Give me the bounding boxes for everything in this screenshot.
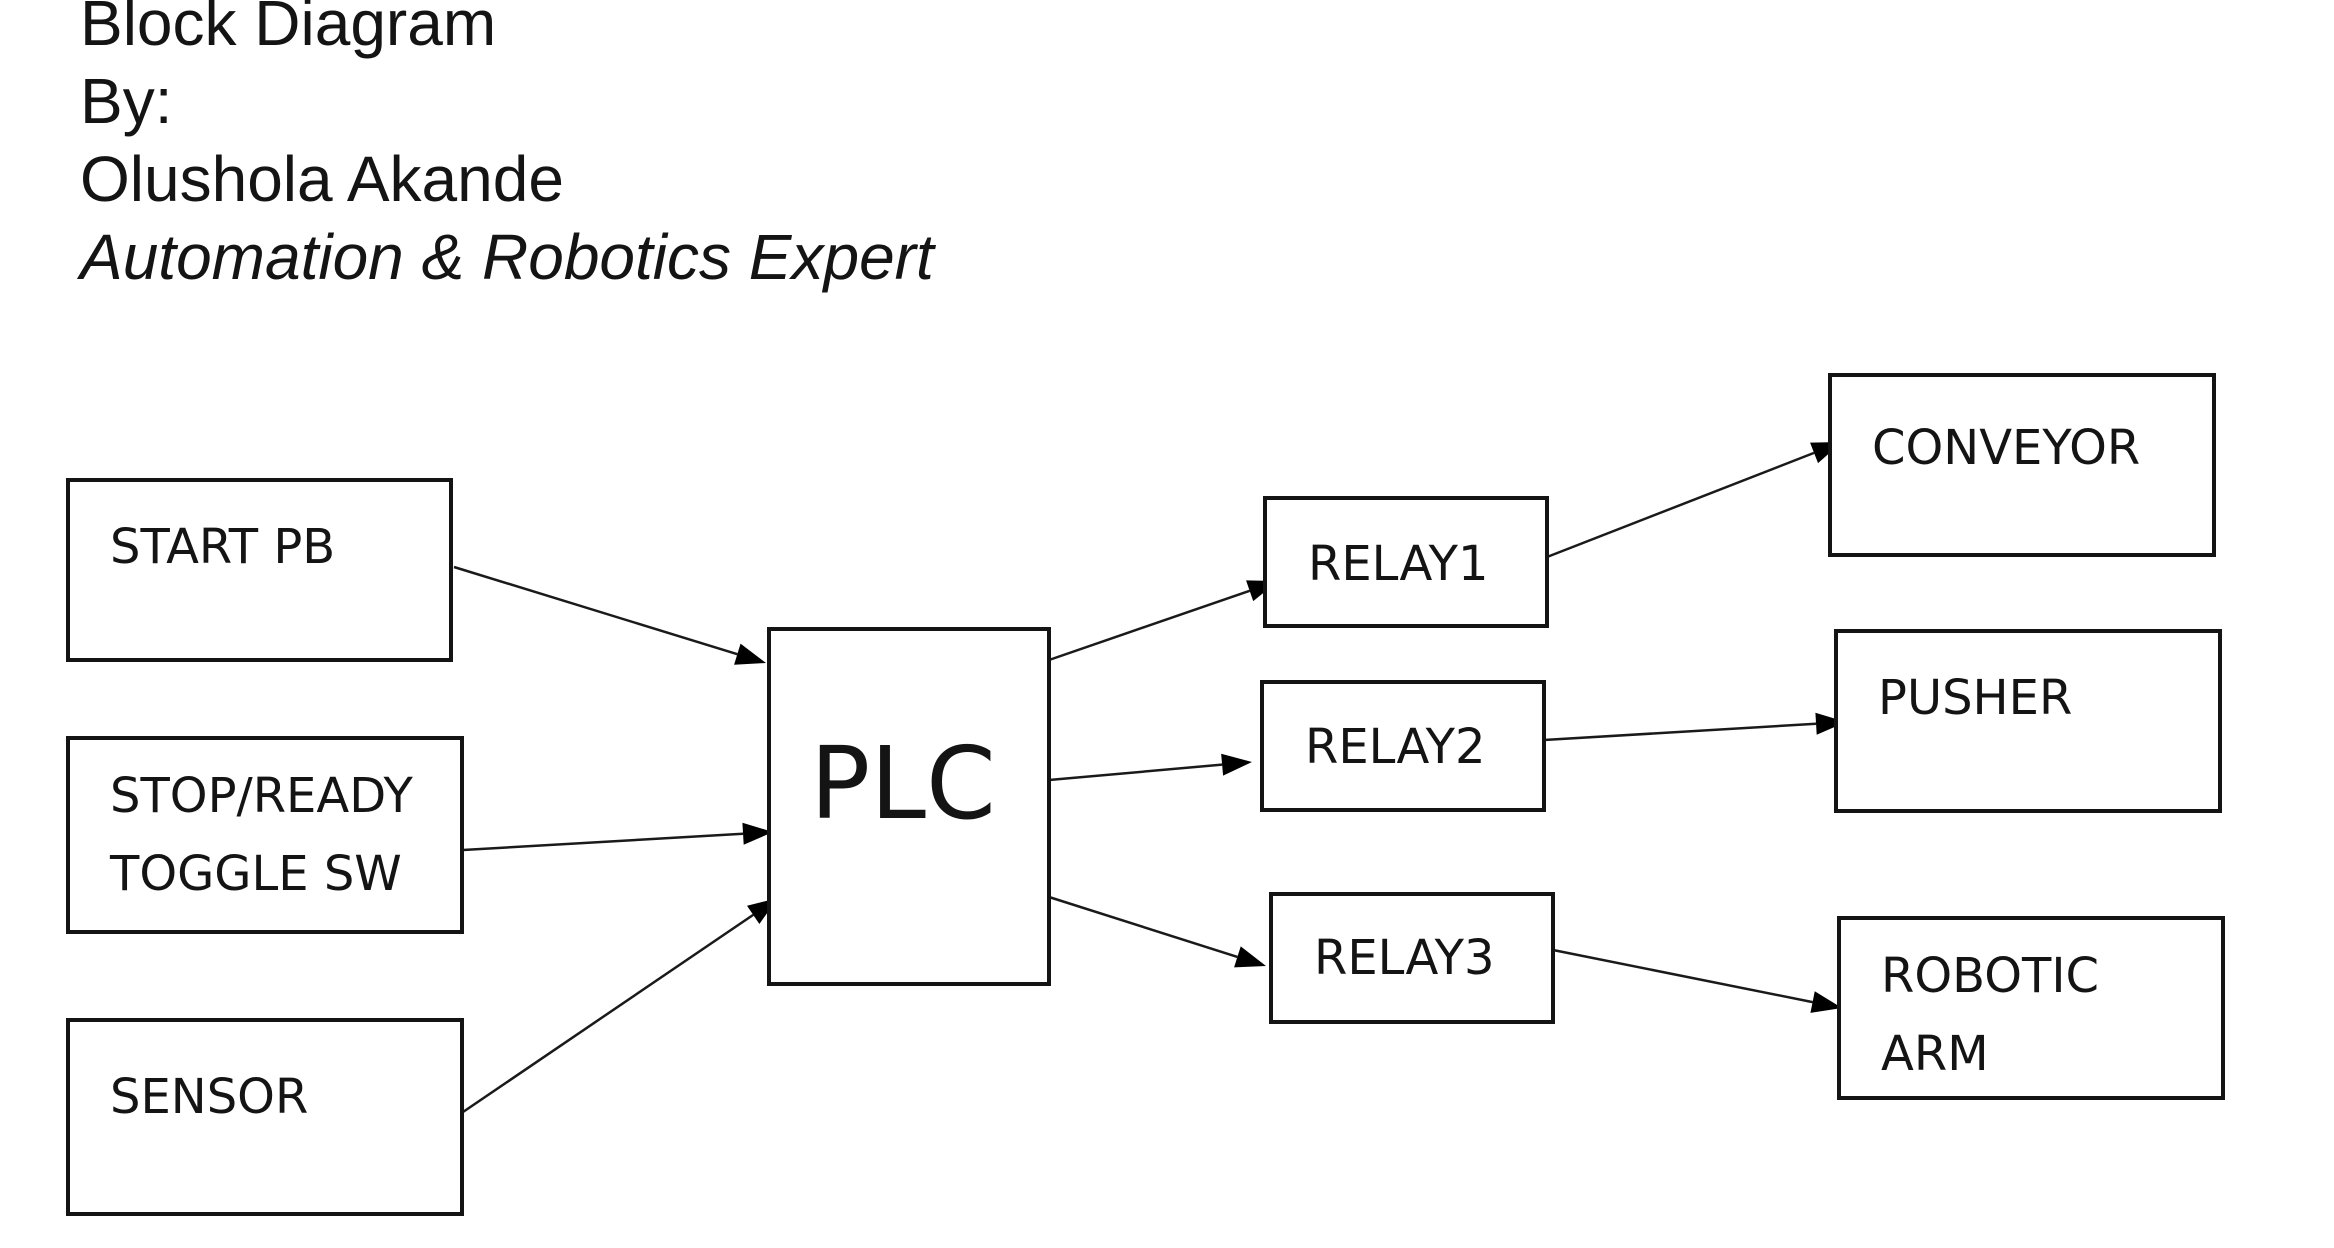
arrow-start-pb-to-plc <box>453 565 766 665</box>
arrow-line <box>1048 589 1251 662</box>
block-box <box>66 1018 464 1216</box>
block-robotic-arm: ROBOTIC ARM <box>1837 916 2225 1100</box>
block-label: TOGGLE SW <box>109 846 402 902</box>
block-box <box>66 736 464 934</box>
block-box <box>1269 892 1555 1024</box>
arrow-relay2-to-pusher <box>1543 712 1846 742</box>
diagram-title: Block Diagram <box>80 0 497 59</box>
arrow-line <box>462 913 754 1114</box>
block-plc: PLC <box>767 627 1051 986</box>
block-box <box>767 627 1051 986</box>
block-label: PLC <box>810 725 996 842</box>
arrow-plc-to-relay1 <box>1048 580 1278 662</box>
block-box <box>1837 916 2225 1100</box>
arrow-sensor-to-plc <box>462 898 778 1114</box>
arrow-line <box>1048 895 1238 959</box>
block-relay1: RELAY1 <box>1263 496 1549 628</box>
block-box <box>1834 629 2222 813</box>
block-sensor: SENSOR <box>66 1018 464 1216</box>
block-label: RELAY3 <box>1314 930 1495 986</box>
arrowhead-icon <box>1221 753 1252 776</box>
block-conveyor: CONVEYOR <box>1828 373 2216 557</box>
block-relay2: RELAY2 <box>1260 680 1546 812</box>
arrow-relay3-to-robotic-arm <box>1552 948 1842 1013</box>
block-label: ARM <box>1881 1026 1989 1082</box>
arrow-line <box>1546 451 1815 559</box>
arrowhead-icon <box>742 822 773 845</box>
block-label: RELAY1 <box>1308 536 1489 592</box>
block-pusher: PUSHER <box>1834 629 2222 813</box>
block-label: ROBOTIC <box>1881 948 2099 1004</box>
block-label: RELAY2 <box>1305 719 1486 775</box>
connections-layer <box>453 442 1846 1114</box>
byline-label: By: <box>80 65 173 137</box>
arrowhead-icon <box>734 643 766 665</box>
blocks-layer: START PB STOP/READY TOGGLE SW SENSOR PLC RELA… <box>66 373 2225 1216</box>
arrow-line <box>462 832 744 852</box>
diagram-header: Block Diagram By: Olushola Akande Automa… <box>80 0 934 296</box>
block-label: START PB <box>110 519 335 575</box>
arrow-plc-to-relay3 <box>1048 895 1266 968</box>
arrow-stop-ready-to-plc <box>462 822 773 852</box>
arrowhead-icon <box>1810 991 1842 1013</box>
author-role: Automation & Robotics Expert <box>80 221 934 293</box>
block-label: STOP/READY <box>110 768 414 824</box>
arrowhead-icon <box>1234 946 1266 968</box>
block-label: SENSOR <box>110 1069 308 1125</box>
arrow-line <box>1543 722 1817 742</box>
block-label: PUSHER <box>1878 670 2072 726</box>
block-start-pb: START PB <box>66 478 453 662</box>
block-relay3: RELAY3 <box>1269 892 1555 1024</box>
block-box <box>66 478 453 662</box>
arrow-plc-to-relay2 <box>1048 753 1252 782</box>
author-name: Olushola Akande <box>80 143 564 215</box>
block-stop-ready: STOP/READY TOGGLE SW <box>66 736 464 934</box>
block-box <box>1260 680 1546 812</box>
block-label: CONVEYOR <box>1872 420 2140 476</box>
arrowhead-icon <box>1815 712 1846 735</box>
block-box <box>1828 373 2216 557</box>
arrow-line <box>1552 948 1813 1004</box>
arrow-line <box>1048 763 1223 782</box>
arrow-line <box>453 565 738 656</box>
arrow-relay1-to-conveyor <box>1546 442 1842 559</box>
block-box <box>1263 496 1549 628</box>
